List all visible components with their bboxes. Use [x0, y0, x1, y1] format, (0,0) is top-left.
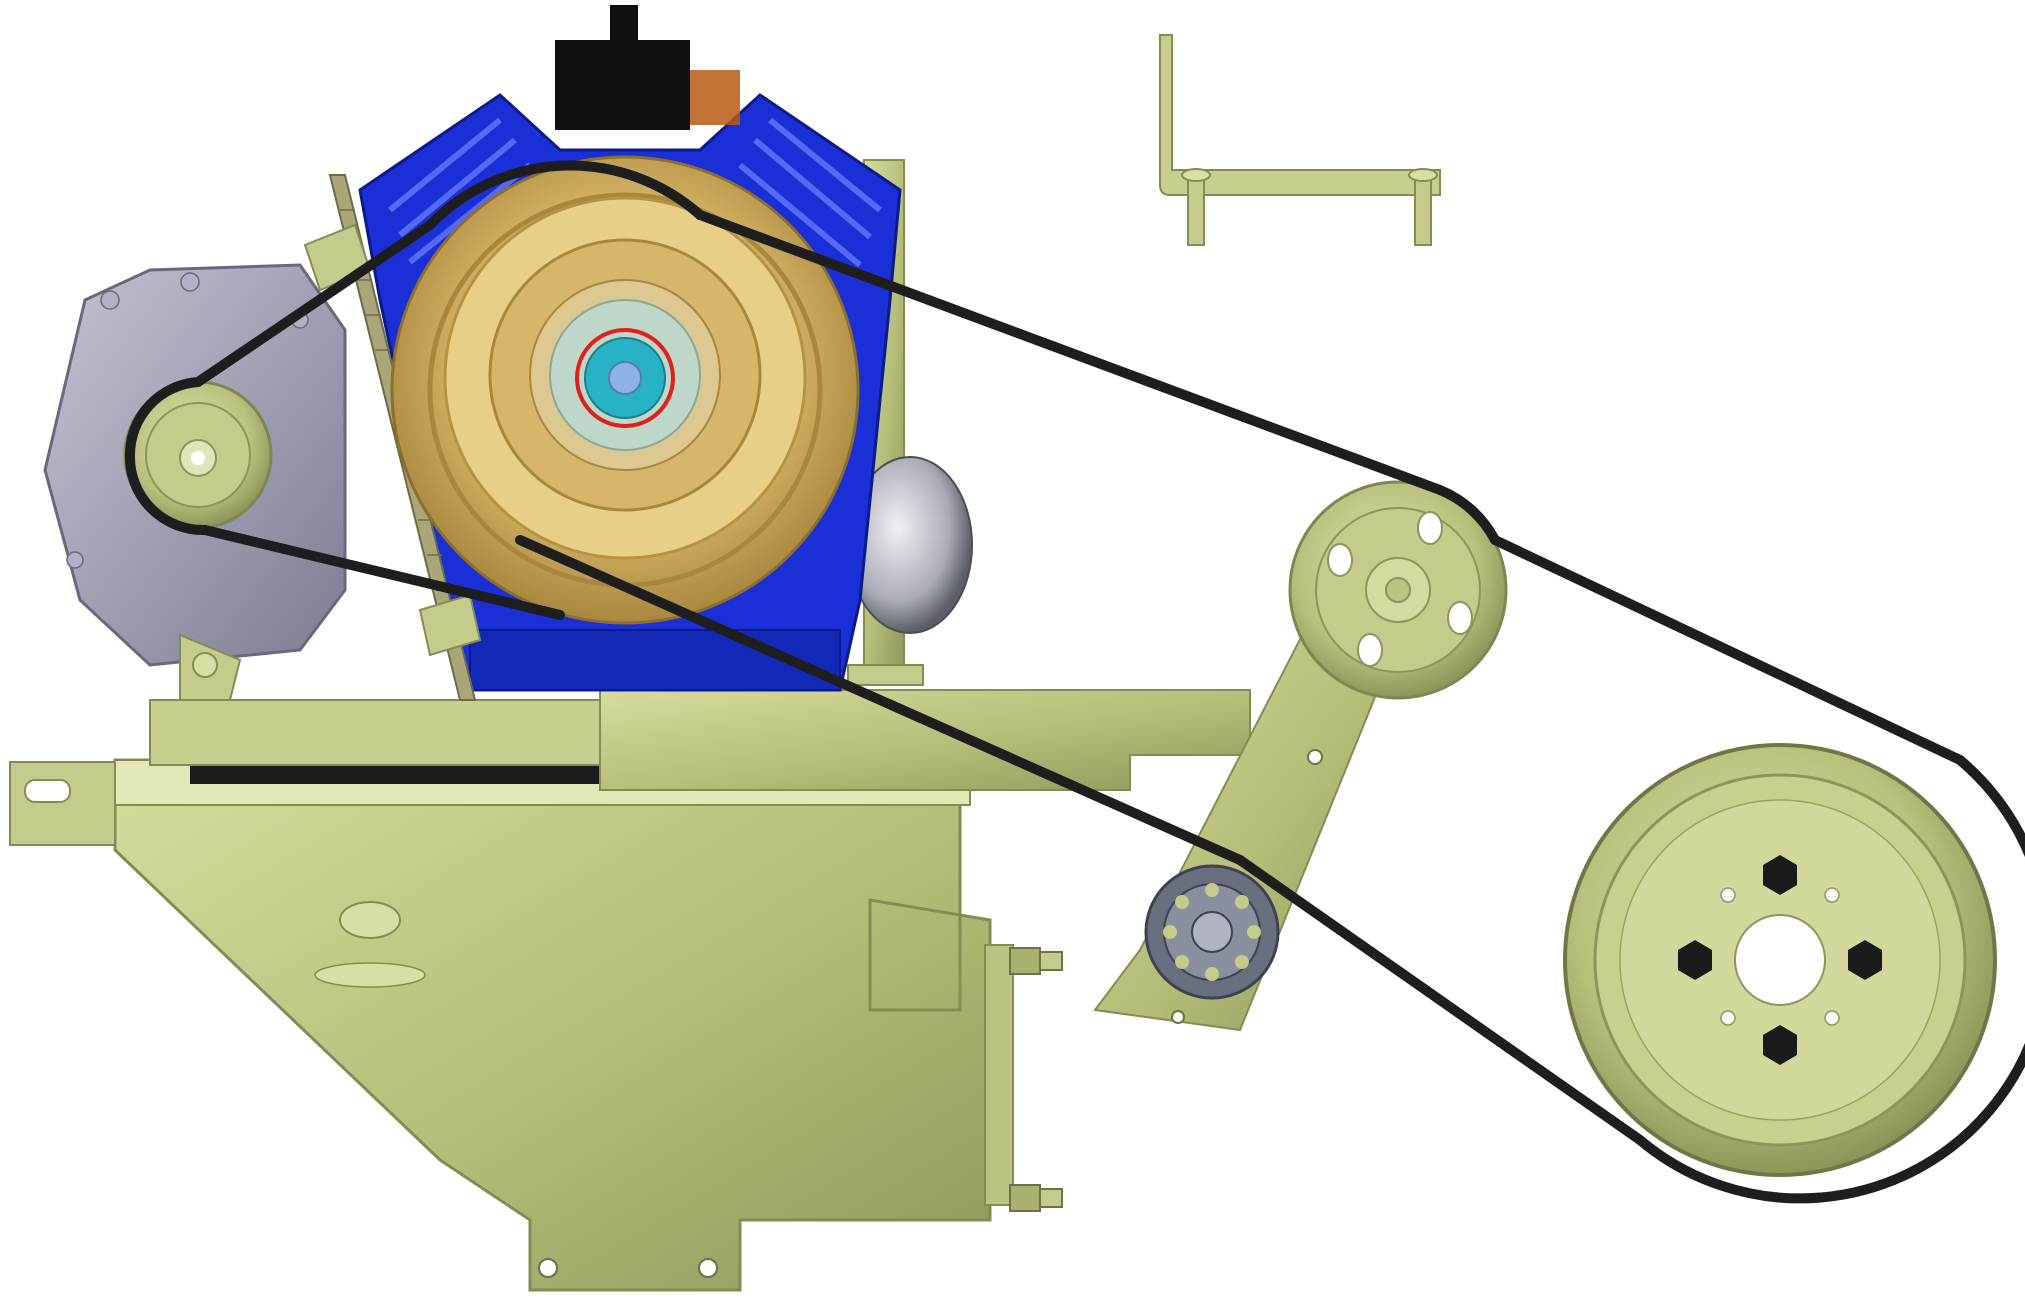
compressor-valve-block	[555, 40, 690, 130]
crankshaft-pulley	[1563, 743, 1997, 1177]
bolt-holes	[1678, 855, 1882, 1065]
slot-hole	[24, 779, 71, 803]
small-idler-pulley	[1144, 864, 1280, 1000]
bolt	[1009, 947, 1063, 975]
compressor-clutch-pulley	[390, 155, 860, 625]
mount-hole	[538, 1258, 558, 1278]
center-bore	[1734, 914, 1826, 1006]
idler-pulley	[1288, 480, 1508, 700]
bolt	[1009, 1184, 1063, 1212]
mount-hole	[698, 1258, 718, 1278]
alternator-pulley	[123, 380, 273, 530]
l-bracket-part	[1159, 34, 1441, 246]
serpentine-belt	[124, 160, 2025, 1204]
snap-ring	[575, 328, 675, 428]
left-foot-tab	[9, 761, 116, 846]
